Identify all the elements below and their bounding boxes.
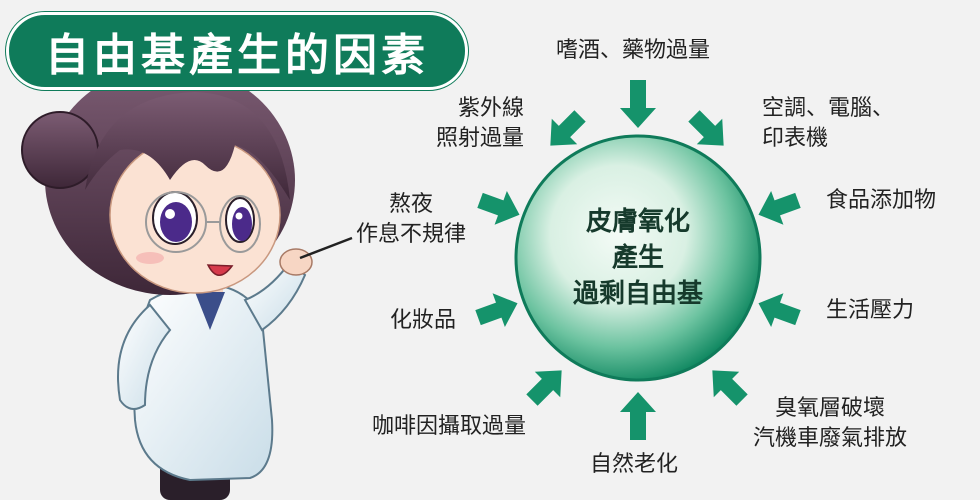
factor-top-left-line-1: 紫外線 [457,96,524,121]
factor-right-text: 食品添加物 [826,188,937,213]
factor-left-line-2: 作息不規律 [355,222,466,247]
arrow-bottom [620,392,656,440]
factor-left: 熬夜 作息不規律 [346,190,476,250]
factor-bottom-left-text: 咖啡因攝取過量 [371,414,526,439]
factor-mid-left-text: 化妝品 [389,308,456,333]
factor-mid-right: 生活壓力 [826,296,914,326]
center-line-3: 過剩自由基 [572,279,703,309]
arrow-mid-left [475,293,518,328]
factor-top: 嗜酒、藥物過量 [556,36,710,66]
factor-top-text: 嗜酒、藥物過量 [556,38,711,63]
center-circle [514,134,762,382]
arrow-top [620,80,656,128]
factor-bottom-right-line-2: 汽機車廢氣排放 [752,426,907,451]
arrow-top-right [688,110,724,146]
center-line-1: 皮膚氧化 [585,207,690,237]
arrow-top-left [550,110,586,146]
arrows [475,80,801,440]
factor-top-right-line-2: 印表機 [762,126,829,151]
arrow-left [477,190,520,225]
factor-top-right: 空調、電腦、 印表機 [762,94,894,154]
factor-top-left: 紫外線 照射過量 [420,94,524,154]
factor-bottom-left: 咖啡因攝取過量 [346,412,526,442]
arrow-bottom-right [712,370,748,406]
page-title: 自由基產生的因素 [6,12,468,90]
factor-mid-right-text: 生活壓力 [826,298,915,323]
arrow-mid-right [758,293,801,328]
factor-left-line-1: 熬夜 [388,192,433,217]
factor-bottom: 自然老化 [590,450,678,480]
factor-top-right-line-1: 空調、電腦、 [762,96,895,121]
factor-bottom-right-line-1: 臭氧層破壞 [774,396,885,421]
center-line-2: 產生 [611,243,664,273]
center-label: 皮膚氧化 產生 過剩自由基 [530,198,746,318]
factor-right: 食品添加物 [826,186,936,216]
factor-bottom-right: 臭氧層破壞 汽機車廢氣排放 [738,394,922,454]
arrow-right [758,190,801,225]
factor-mid-left: 化妝品 [380,306,456,336]
doctor-character [21,65,353,500]
factor-bottom-text: 自然老化 [590,452,679,477]
factor-top-left-line-2: 照射過量 [435,126,524,151]
arrow-bottom-left [526,370,562,406]
